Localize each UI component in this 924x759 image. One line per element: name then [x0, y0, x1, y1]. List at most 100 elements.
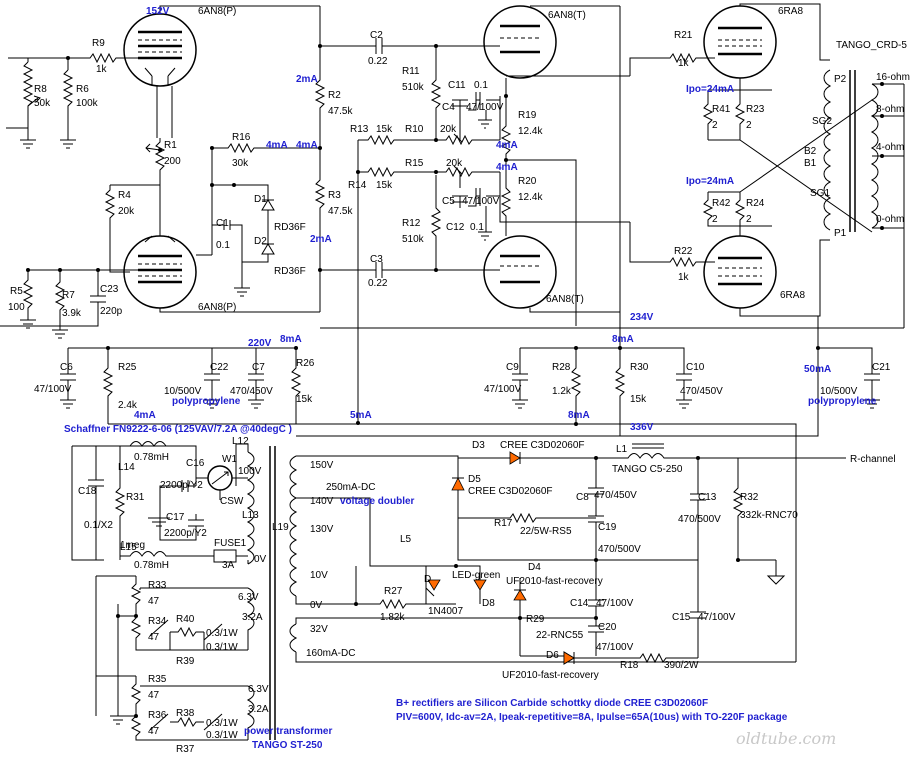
v234: 234V — [630, 312, 654, 323]
c8-val: 470/450V — [594, 490, 637, 501]
r30-name: R30 — [630, 362, 649, 373]
r9-name: R9 — [92, 38, 105, 49]
r41-name: R41 — [712, 104, 731, 115]
c19-val: 470/500V — [598, 544, 641, 555]
c3-name: C3 — [370, 254, 383, 265]
ma5: 5mA — [350, 410, 372, 421]
t150: 150V — [310, 460, 334, 471]
r2-name: R2 — [328, 90, 341, 101]
tube-v4 — [483, 160, 620, 313]
r4-name: R4 — [118, 190, 131, 201]
v4-label: 6AN8(T) — [546, 294, 584, 305]
v100: 100V — [238, 466, 262, 477]
fuse-val: 3A — [222, 560, 235, 571]
l14-val: 0.78mH — [134, 452, 169, 463]
r37: R37 — [176, 744, 195, 755]
t160: 160mA-DC — [306, 648, 355, 659]
r15-name: R15 — [405, 158, 424, 169]
c4-val: 47/100V — [466, 102, 504, 113]
r14-name: R14 — [348, 180, 367, 191]
r25-val: 2.4k — [118, 400, 138, 411]
v0a: 0V — [254, 554, 267, 565]
r10-val: 20k — [440, 124, 457, 135]
c5-name: C5 — [442, 196, 455, 207]
r6-val: 100k — [76, 98, 99, 109]
r11-val: 510k — [402, 82, 425, 93]
r21-val: 1k — [678, 58, 690, 69]
h63a: 6.3V — [238, 592, 259, 603]
l12: L12 — [232, 436, 249, 447]
c20: C20 — [598, 622, 617, 633]
c9-name: C9 — [506, 362, 519, 373]
d3: D3 — [472, 440, 485, 451]
l1: L1 — [616, 444, 628, 455]
r12-val: 510k — [402, 234, 425, 245]
c14: C14 — [570, 598, 589, 609]
d7-val: 1N4007 — [428, 606, 463, 617]
r35-val: 47 — [148, 690, 160, 701]
tango-crd: TANGO_CRD-5 — [836, 40, 907, 51]
d1-val: RD36F — [274, 222, 306, 233]
c12-name: C12 — [446, 222, 465, 233]
v336: 336V — [630, 422, 654, 433]
r23-name: R23 — [746, 104, 765, 115]
r34: R34 — [148, 616, 167, 627]
r18-val: 390/2W — [664, 660, 699, 671]
c21-val: 10/500V — [820, 386, 858, 397]
l15: L15 — [120, 542, 137, 553]
c9-val: 47/100V — [484, 384, 522, 395]
r38-val1: 0.3/1W — [206, 718, 238, 729]
d2-name: D2 — [254, 236, 267, 247]
v2-label: 6AN8(P) — [198, 302, 236, 313]
v5-label: 6RA8 — [778, 6, 803, 17]
output-transformer — [320, 69, 905, 329]
t130: 130V — [310, 524, 334, 535]
d6: D6 — [546, 650, 559, 661]
r3-name: R3 — [328, 190, 341, 201]
ma4c: 4mA — [496, 140, 518, 151]
l13: L13 — [242, 510, 259, 521]
h32a: 3.2A — [242, 612, 263, 623]
r26-val: 15k — [296, 394, 313, 405]
r32: R32 — [740, 492, 759, 503]
c18: C18 — [78, 486, 97, 497]
r34-val: 47 — [148, 632, 160, 643]
r28-val: 1.2k — [552, 386, 572, 397]
rch: R-channel — [850, 454, 896, 465]
r29-val: 22-RNC55 — [536, 630, 584, 641]
c23-val: 220p — [100, 306, 123, 317]
d1-name: D1 — [254, 194, 267, 205]
c22-name: C22 — [210, 362, 229, 373]
c13-val: 470/500V — [678, 514, 721, 525]
r19-name: R19 — [518, 110, 537, 121]
r7-val: 3.9k — [62, 308, 82, 319]
ohm8: 8-ohm — [876, 104, 904, 115]
r16-name: R16 — [232, 132, 251, 143]
c19: C19 — [598, 522, 617, 533]
watermark: oldtube.com — [736, 729, 836, 748]
r5-val: 100 — [8, 302, 25, 313]
r1-resistor — [154, 138, 166, 236]
c7-name: C7 — [252, 362, 265, 373]
r38-val2: 0.3/1W — [206, 730, 238, 741]
pp2: polypropylene — [808, 396, 877, 407]
r42-name: R42 — [712, 198, 731, 209]
d5: D5 — [468, 474, 481, 485]
c14-val: 47/100V — [596, 598, 634, 609]
ma2a: 2mA — [296, 74, 318, 85]
r8-val: 50k — [34, 98, 51, 109]
ma4e: 4mA — [134, 410, 156, 421]
c2-val: 0.22 — [368, 56, 388, 67]
c2-name: C2 — [370, 30, 383, 41]
fuse: FUSE1 — [214, 538, 247, 549]
r29: R29 — [526, 614, 545, 625]
d4-val: UF2010-fast-recovery — [506, 576, 603, 587]
r41-val: 2 — [712, 120, 718, 131]
t10: 10V — [310, 570, 328, 581]
tube-v6 — [703, 226, 830, 317]
d4: D4 — [528, 562, 541, 573]
sg2: SG2 — [812, 116, 832, 127]
ohm16: 16-ohm — [876, 72, 910, 83]
c10-val: 470/450V — [680, 386, 723, 397]
